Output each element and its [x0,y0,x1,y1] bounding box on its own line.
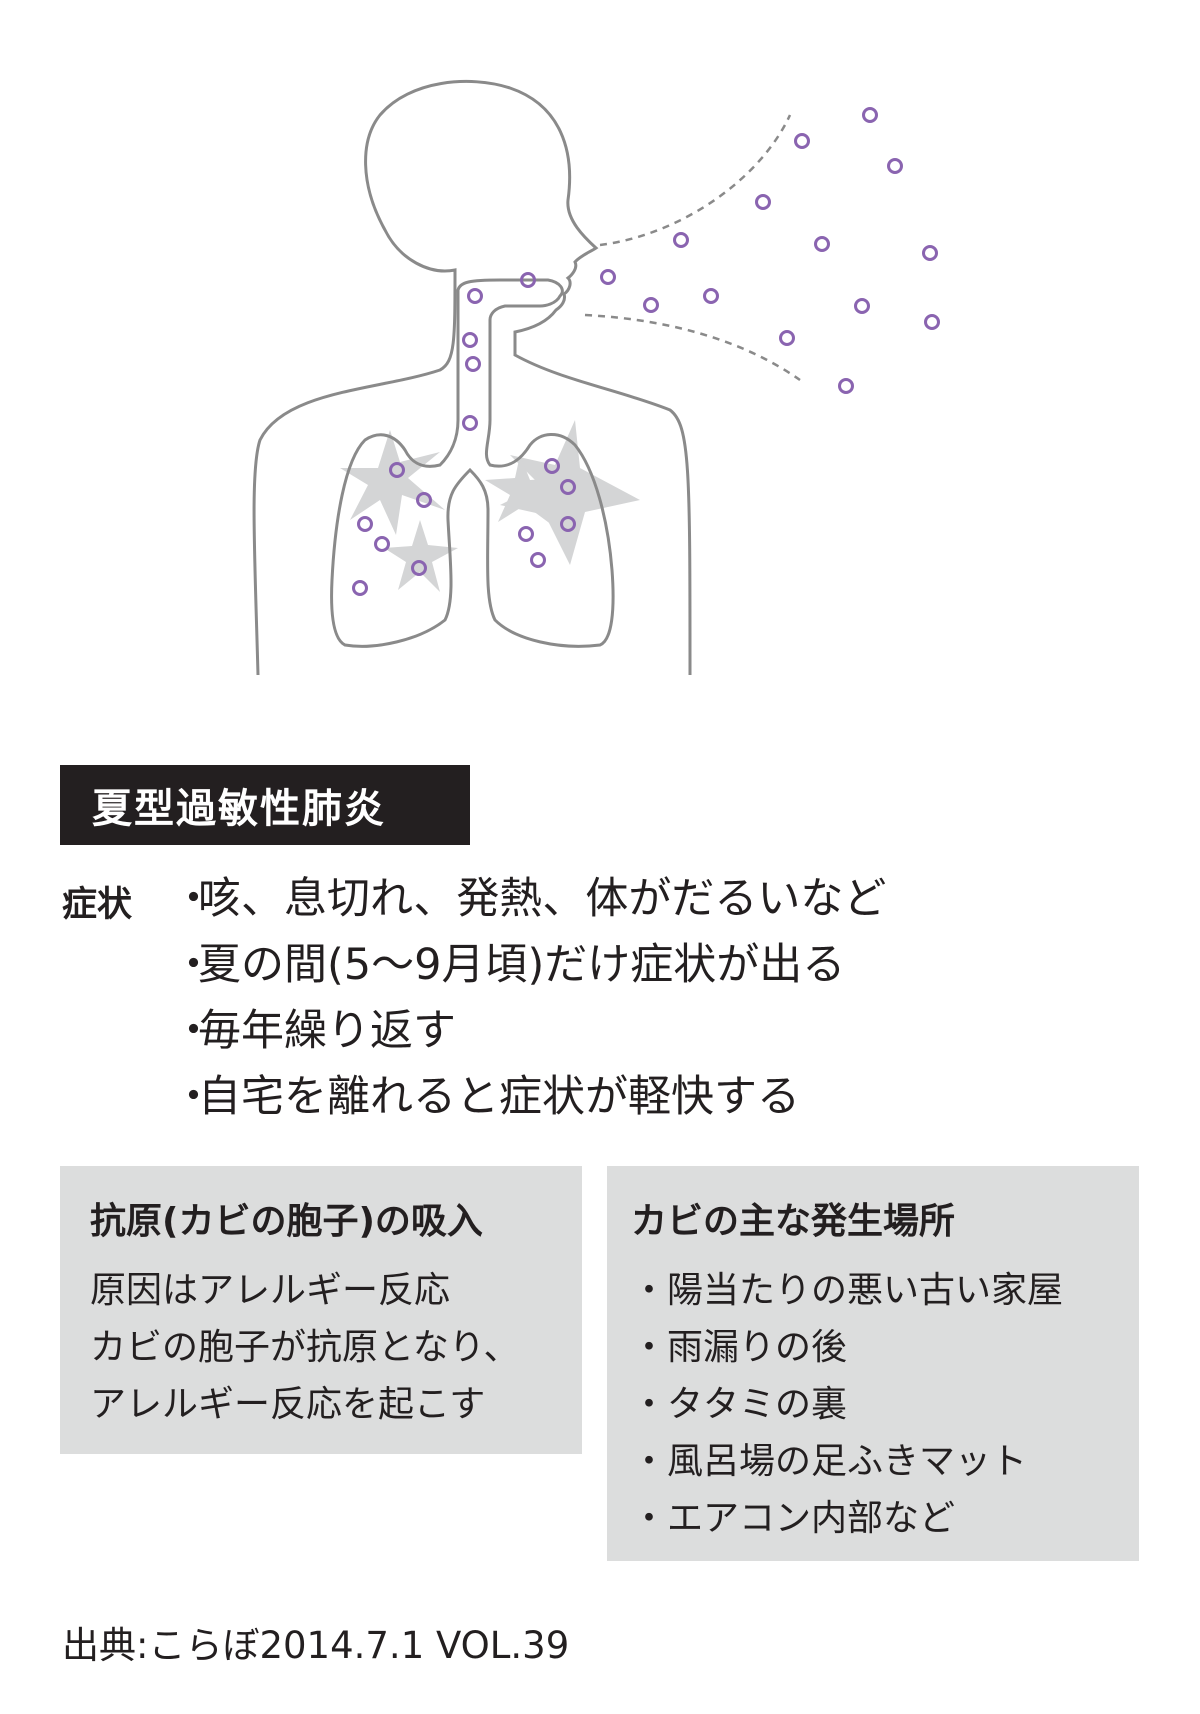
list-item: ・夏の間(5〜9月頃)だけ症状が出る [172,932,886,998]
source-citation: 出典:こらぼ2014.7.1 VOL.39 [62,1624,570,1667]
bullet: ・ [631,1498,668,1539]
spore-particle-icon [352,107,940,596]
page-title: 夏型過敏性肺炎 [92,786,386,832]
bullet: ・ [172,874,215,924]
title-banner: 夏型過敏性肺炎 [60,765,470,845]
bullet: ・ [172,940,215,990]
mold-spread-icon [340,420,640,592]
mold-places-title: カビの主な発生場所 [631,1201,956,1242]
antigen-box-title: 抗原(カビの胞子)の吸入 [90,1201,483,1242]
symptom-list: ・咳、息切れ、発熱、体がだるいなど ・夏の間(5〜9月頃)だけ症状が出る ・毎年… [172,866,886,1130]
bullet: ・ [631,1270,668,1311]
list-item: 原因はアレルギー反応 [90,1270,451,1311]
list-item: アレルギー反応を起こす [90,1384,486,1425]
bullet: ・ [631,1384,668,1425]
bullet: ・ [172,1072,215,1122]
antigen-box: 抗原(カビの胞子)の吸入 原因はアレルギー反応 カビの胞子が抗原となり、 アレル… [60,1166,582,1454]
list-item: ・風呂場の足ふきマット [631,1441,1028,1482]
list-item: ・エアコン内部など [631,1498,956,1539]
trachea-icon [456,278,564,420]
list-item: ・自宅を離れると症状が軽快する [172,1064,886,1130]
head-outline-icon [252,79,692,676]
bullet: ・ [631,1327,668,1368]
inhalation-illustration [252,79,940,676]
airflow-dashed-line [584,313,801,382]
list-item: ・毎年繰り返す [172,998,886,1064]
bullet: ・ [631,1441,668,1482]
mold-places-list: ・陽当たりの悪い古い家屋 ・雨漏りの後 ・タタミの裏 ・風呂場の足ふきマット ・… [631,1262,1139,1547]
airflow-dashed-line [599,114,792,247]
symptoms-label: 症状 [62,885,133,925]
list-item: ・陽当たりの悪い古い家屋 [631,1270,1064,1311]
list-item: ・雨漏りの後 [631,1327,848,1368]
antigen-box-lines: 原因はアレルギー反応 カビの胞子が抗原となり、 アレルギー反応を起こす [90,1262,582,1433]
mold-places-box: カビの主な発生場所 ・陽当たりの悪い古い家屋 ・雨漏りの後 ・タタミの裏 ・風呂… [607,1166,1139,1561]
list-item: ・咳、息切れ、発熱、体がだるいなど [172,866,886,932]
bullet: ・ [172,1006,215,1056]
list-item: ・タタミの裏 [631,1384,848,1425]
list-item: カビの胞子が抗原となり、 [90,1327,520,1368]
lungs-icon [330,419,615,648]
